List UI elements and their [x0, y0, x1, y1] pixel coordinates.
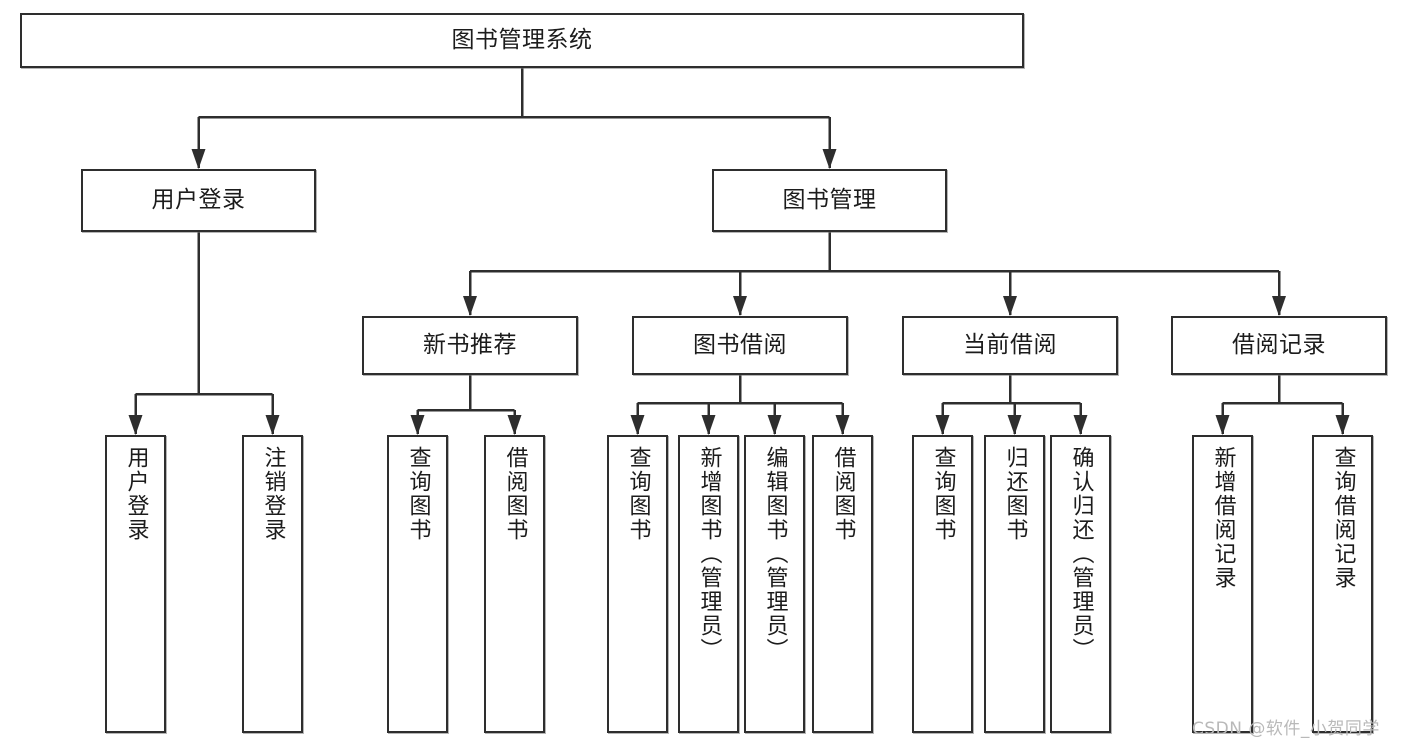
node-label: 查询图书 — [930, 446, 956, 542]
arrowhead-icon — [767, 415, 782, 435]
arrowhead-icon — [733, 296, 747, 316]
node-root[interactable]: 图书管理系统 — [20, 13, 1024, 68]
node-label: 图书管理 — [782, 186, 877, 213]
node-label: 新增借阅记录 — [1210, 446, 1236, 590]
node-label: 归还图书 — [1002, 446, 1028, 542]
node-label: 查询借阅记录 — [1330, 446, 1356, 590]
arrowhead-icon — [935, 415, 950, 435]
node-label: 查询图书 — [405, 446, 431, 542]
node-label: 借阅图书 — [830, 446, 856, 542]
arrowhead-icon — [128, 415, 143, 435]
node-leaf-user-logout[interactable]: 注销登录 — [242, 435, 303, 733]
node-label: 编辑图书（管理员） — [762, 446, 788, 662]
arrowhead-icon — [265, 415, 280, 435]
arrowhead-icon — [1215, 415, 1230, 435]
node-leaf-br-query-record[interactable]: 查询借阅记录 — [1312, 435, 1373, 733]
node-leaf-br-add-record[interactable]: 新增借阅记录 — [1192, 435, 1253, 733]
node-user-login[interactable]: 用户登录 — [81, 169, 316, 232]
node-label: 确认归还（管理员） — [1068, 446, 1094, 662]
node-label: 借阅图书 — [502, 446, 528, 542]
node-label: 用户登录 — [151, 186, 246, 213]
node-leaf-bb-add-book[interactable]: 新增图书（管理员） — [678, 435, 739, 733]
node-leaf-bb-edit-book[interactable]: 编辑图书（管理员） — [744, 435, 805, 733]
node-current-borrow[interactable]: 当前借阅 — [902, 316, 1118, 375]
arrowhead-icon — [463, 296, 477, 316]
node-leaf-bb-borrow-book[interactable]: 借阅图书 — [812, 435, 873, 733]
node-leaf-cb-query-book[interactable]: 查询图书 — [912, 435, 973, 733]
node-leaf-cb-confirm-return[interactable]: 确认归还（管理员） — [1050, 435, 1111, 733]
node-label: 注销登录 — [260, 446, 286, 542]
arrowhead-icon — [1272, 296, 1286, 316]
node-label: 图书借阅 — [693, 331, 787, 358]
node-label: 查询图书 — [625, 446, 651, 542]
node-leaf-bb-query-book[interactable]: 查询图书 — [607, 435, 668, 733]
arrowhead-icon — [630, 415, 645, 435]
node-label: 用户登录 — [123, 446, 149, 542]
arrowhead-icon — [1003, 296, 1017, 316]
arrowhead-icon — [1007, 415, 1022, 435]
node-label: 借阅记录 — [1232, 331, 1326, 358]
watermark-text: CSDN @软件_小贺同学 — [1192, 719, 1380, 739]
arrowhead-icon — [1073, 415, 1088, 435]
arrowhead-icon — [835, 415, 850, 435]
arrowhead-icon — [507, 415, 522, 435]
arrowhead-icon — [1335, 415, 1350, 435]
arrowhead-icon — [701, 415, 716, 435]
node-book-manage[interactable]: 图书管理 — [712, 169, 947, 232]
node-label: 当前借阅 — [963, 331, 1057, 358]
node-borrow-record[interactable]: 借阅记录 — [1171, 316, 1387, 375]
node-label: 图书管理系统 — [451, 26, 593, 53]
node-leaf-user-login[interactable]: 用户登录 — [105, 435, 166, 733]
node-leaf-rec-borrow-book[interactable]: 借阅图书 — [484, 435, 545, 733]
node-new-book-rec[interactable]: 新书推荐 — [362, 316, 578, 375]
arrowhead-icon — [410, 415, 425, 435]
node-leaf-cb-return-book[interactable]: 归还图书 — [984, 435, 1045, 733]
node-label: 新增图书（管理员） — [696, 446, 722, 662]
node-leaf-rec-query-book[interactable]: 查询图书 — [387, 435, 448, 733]
arrowhead-icon — [822, 149, 837, 169]
node-book-borrow[interactable]: 图书借阅 — [632, 316, 848, 375]
node-label: 新书推荐 — [423, 331, 517, 358]
arrowhead-icon — [191, 149, 206, 169]
